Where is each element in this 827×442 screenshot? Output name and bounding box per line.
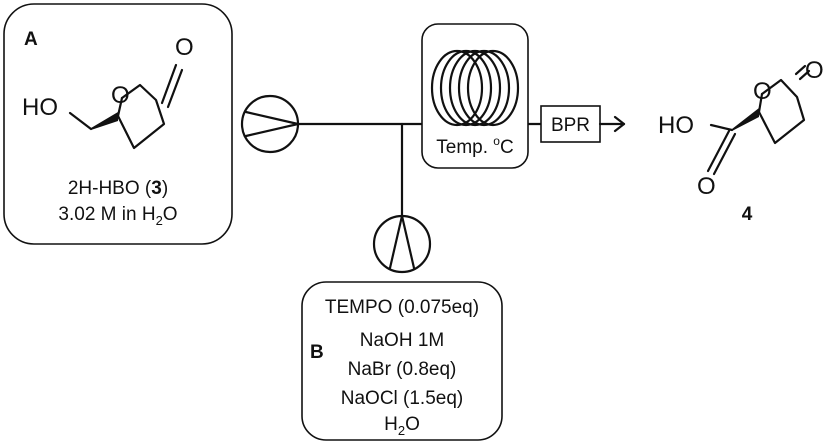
hbo-ring-o-bond <box>116 96 124 118</box>
hbo-oh-atom: HO <box>22 94 58 121</box>
reservoir-b-box <box>301 281 503 441</box>
hbo-ring-bonds <box>116 83 166 150</box>
reservoir-b-line-3: NaBr (0.8eq) <box>348 359 457 380</box>
pump-a-arrow <box>244 110 300 138</box>
reservoir-a: A O O HO 2H-HBO (3) 3.02 M in H2O <box>3 3 233 245</box>
reservoir-a-name: 2H-HBO (3) <box>68 178 168 199</box>
reservoir-b-line-1: TEMPO (0.075eq) <box>325 297 479 318</box>
reservoir-b-tag: B <box>310 342 324 363</box>
reactor-coil <box>430 49 520 127</box>
product-acid-oh-bond <box>709 123 734 132</box>
reservoir-a-concentration: 3.02 M in H2O <box>58 204 177 228</box>
bpr: BPR <box>540 105 601 143</box>
pump-a <box>240 94 300 154</box>
product-ho-atom: HO <box>658 112 694 139</box>
product-acid-co-bond-2 <box>712 132 737 176</box>
bpr-label: BPR <box>551 115 590 136</box>
product-ring-o-atom: O <box>753 78 772 105</box>
reservoir-b-line-2: NaOH 1M <box>360 330 444 351</box>
reservoir-b: B TEMPO (0.075eq) NaOH 1M NaBr (0.8eq) N… <box>301 281 503 441</box>
hbo-carbonyl-o-atom: O <box>175 34 194 61</box>
reservoir-a-tag: A <box>24 29 38 50</box>
pump-a-circle <box>240 94 300 154</box>
hbo-structure: O O HO <box>22 34 194 150</box>
product-ring-bonds <box>757 78 806 145</box>
hbo-ring-o-atom: O <box>111 82 130 109</box>
product-acid-o-atom: O <box>697 173 716 200</box>
hbo-carbonyl-bond-2 <box>166 68 184 109</box>
product-lactone-o-atom: O <box>805 57 824 84</box>
reservoir-b-line-5: H2O <box>384 414 420 438</box>
hbo-carbonyl-bond-1 <box>160 63 178 105</box>
pump-b <box>372 214 432 274</box>
output-arrow <box>598 115 626 133</box>
product-wedge-bond <box>732 108 759 131</box>
product-number: 4 <box>742 204 753 225</box>
product-structure: O O HO O 4 <box>658 57 824 225</box>
product-ring-o-bond <box>757 92 764 114</box>
reactor: Temp. oC <box>421 23 529 169</box>
pump-b-circle <box>372 214 432 274</box>
reservoir-b-line-4: NaOCl (1.5eq) <box>341 388 464 409</box>
product-acid-co-bond-1 <box>706 129 731 173</box>
reservoir-a-box <box>3 3 233 245</box>
hbo-wedge-bond <box>91 112 118 130</box>
bpr-box <box>540 105 601 143</box>
product-lactone-bond-2 <box>798 69 811 81</box>
pump-b-arrow <box>388 214 416 270</box>
product-lactone-bond-1 <box>794 64 807 76</box>
reactor-temperature-label: Temp. oC <box>436 134 513 158</box>
hbo-ch2-bond <box>68 111 93 131</box>
